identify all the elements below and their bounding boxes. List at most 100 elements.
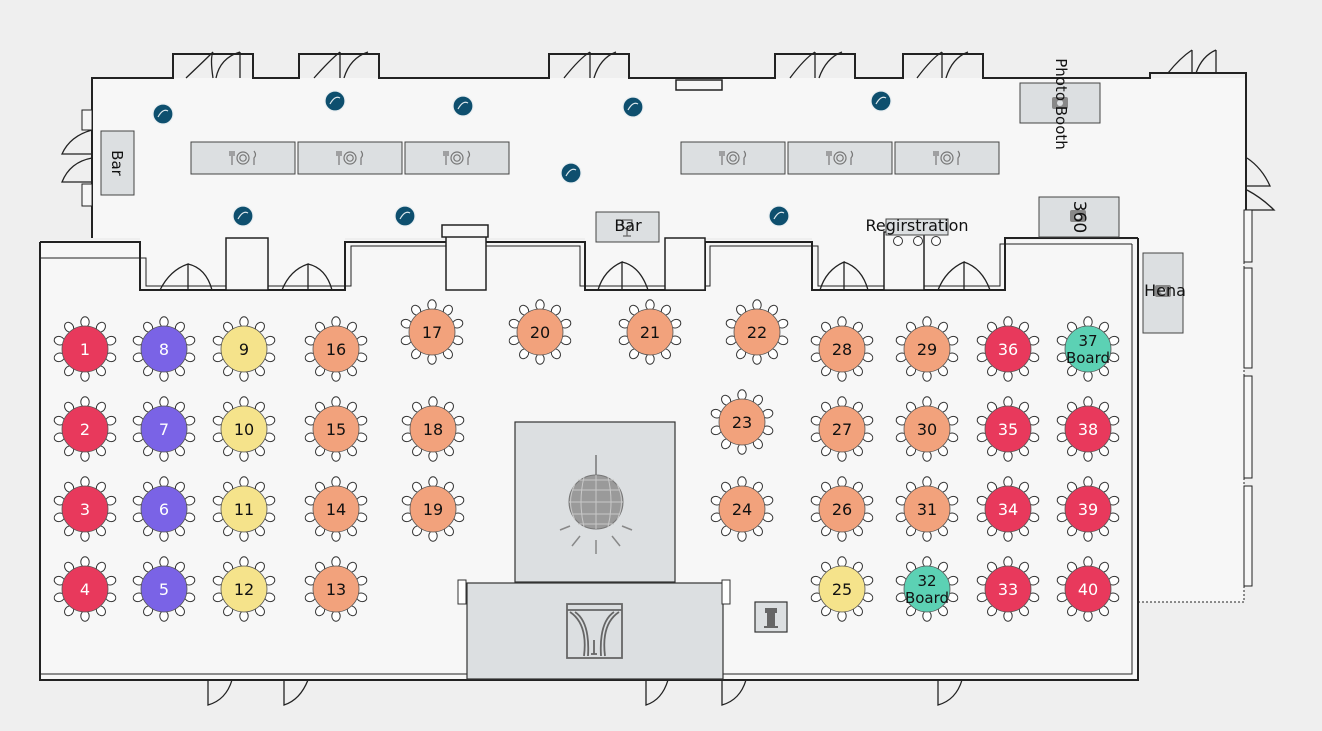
table-top	[1064, 565, 1112, 613]
guest-table[interactable]: 24	[710, 476, 774, 542]
table-chairs	[710, 476, 774, 542]
table-top	[140, 485, 188, 533]
guest-table[interactable]: 4	[53, 556, 117, 622]
guest-table[interactable]: 3	[53, 476, 117, 542]
table-chairs	[401, 396, 465, 462]
podium[interactable]	[754, 601, 788, 633]
guest-table[interactable]: 17	[400, 299, 464, 365]
window	[1243, 375, 1253, 479]
table-number: 23	[732, 413, 752, 432]
door	[207, 679, 233, 706]
table-number: 30	[917, 420, 937, 439]
table-top	[61, 485, 109, 533]
buffet-table[interactable]	[787, 141, 893, 175]
guest-table[interactable]: 16	[304, 316, 368, 382]
table-chairs	[401, 476, 465, 542]
upper-inner-wall	[40, 237, 1138, 291]
pillars	[225, 79, 925, 291]
dance-floor[interactable]	[514, 421, 676, 583]
guest-table[interactable]: 34	[976, 476, 1040, 542]
guest-table[interactable]: 14	[304, 476, 368, 542]
guest-table[interactable]: 21	[618, 299, 682, 365]
guest-table[interactable]: 23	[710, 389, 774, 455]
hena-station[interactable]: Hena	[1142, 252, 1186, 334]
guest-table[interactable]: 9	[212, 316, 276, 382]
table-number: 12	[234, 580, 254, 599]
table-top	[61, 405, 109, 453]
cocktail-table-icon[interactable]	[324, 90, 346, 112]
guest-table[interactable]: 27	[810, 396, 874, 462]
guest-table[interactable]: 30	[895, 396, 959, 462]
cocktail-table-icon[interactable]	[232, 205, 254, 227]
buffet-table[interactable]	[297, 141, 403, 175]
guest-table[interactable]: 25	[810, 556, 874, 622]
cocktail-table-icon[interactable]	[152, 103, 174, 125]
table-number: 29	[917, 340, 937, 359]
table-number: 1	[80, 340, 90, 359]
table-number: 2	[80, 420, 90, 439]
guest-table[interactable]: 20	[508, 299, 572, 365]
table-top	[140, 565, 188, 613]
guest-table[interactable]: 36	[976, 316, 1040, 382]
registration-desk[interactable]: Regirstration	[865, 216, 969, 246]
guest-table[interactable]: 13	[304, 556, 368, 622]
guest-table[interactable]: 6	[132, 476, 196, 542]
cocktail-table-icon[interactable]	[560, 162, 582, 184]
guest-table[interactable]: 26	[810, 476, 874, 542]
table-chairs	[212, 396, 276, 462]
guest-table[interactable]: 28	[810, 316, 874, 382]
table-sublabel: Board	[905, 589, 949, 607]
guest-table[interactable]: 5	[132, 556, 196, 622]
guest-table[interactable]: 40	[1056, 556, 1120, 622]
table-number: 13	[326, 580, 346, 599]
guest-table[interactable]: 31	[895, 476, 959, 542]
table-top	[220, 565, 268, 613]
buffet-table[interactable]	[190, 141, 296, 175]
guest-table[interactable]: 12	[212, 556, 276, 622]
guest-table[interactable]: 7	[132, 396, 196, 462]
guest-table[interactable]: 38	[1056, 396, 1120, 462]
guest-table[interactable]: 19	[401, 476, 465, 542]
guest-table[interactable]: 8	[132, 316, 196, 382]
table-top	[516, 308, 564, 356]
table-top	[733, 308, 781, 356]
cocktail-table-icon[interactable]	[394, 205, 416, 227]
guest-table[interactable]: 33	[976, 556, 1040, 622]
guest-table[interactable]: 22	[725, 299, 789, 365]
guest-table[interactable]: 29	[895, 316, 959, 382]
guest-table[interactable]: 1	[53, 316, 117, 382]
photo-booth[interactable]: Photo Booth	[1019, 58, 1101, 150]
buffet-table[interactable]	[680, 141, 786, 175]
table-top	[220, 325, 268, 373]
stage[interactable]	[457, 579, 731, 680]
plate-cutlery-icon	[443, 150, 471, 165]
guest-table[interactable]: 2	[53, 396, 117, 462]
cocktail-table-icon[interactable]	[768, 205, 790, 227]
registration-counter	[885, 218, 949, 236]
guest-table[interactable]: 15	[304, 396, 368, 462]
table-top	[140, 325, 188, 373]
bar-center[interactable]: Bar	[595, 211, 660, 243]
guest-table[interactable]: 11	[212, 476, 276, 542]
booth-360[interactable]: 360	[1038, 196, 1120, 238]
table-chairs	[400, 299, 464, 365]
buffet-table[interactable]	[894, 141, 1000, 175]
table-top	[312, 405, 360, 453]
doors	[60, 49, 1276, 706]
cocktail-table-icon[interactable]	[622, 96, 644, 118]
buffet-table[interactable]	[404, 141, 510, 175]
guest-table[interactable]: 18	[401, 396, 465, 462]
bar-left[interactable]: Bar	[100, 130, 135, 196]
guest-table[interactable]: 10	[212, 396, 276, 462]
pillar	[445, 235, 487, 291]
window	[1243, 485, 1253, 587]
table-top	[312, 325, 360, 373]
cocktail-table-icon[interactable]	[452, 95, 474, 117]
guest-table[interactable]: 35	[976, 396, 1040, 462]
table-chairs	[810, 556, 874, 622]
guest-table[interactable]: 39	[1056, 476, 1120, 542]
cocktail-table-icon[interactable]	[870, 90, 892, 112]
